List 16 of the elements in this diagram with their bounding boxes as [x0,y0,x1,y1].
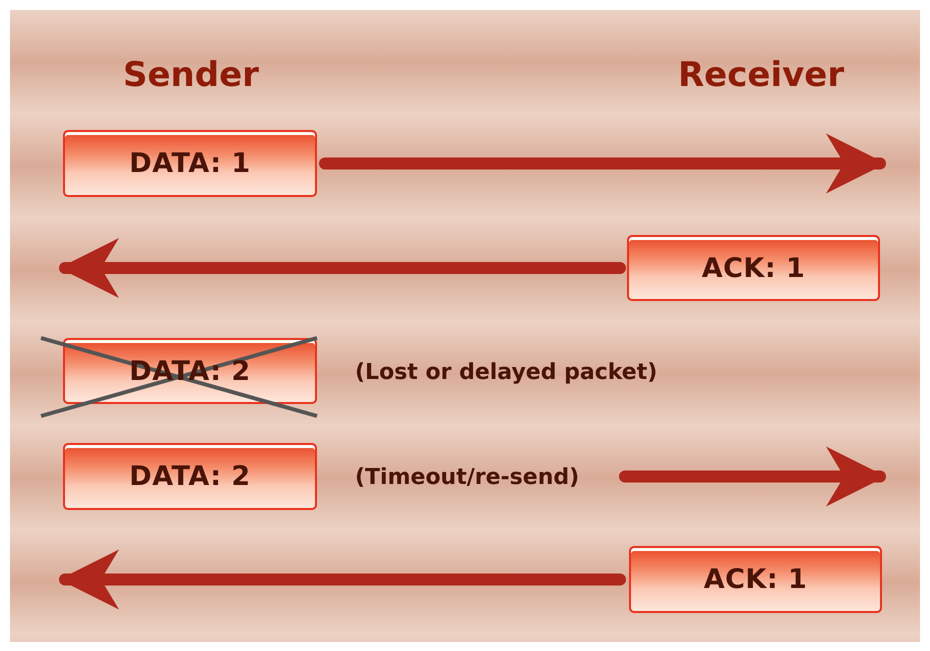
packet-box [63,443,317,510]
packet-box [629,546,882,613]
arrow [59,550,626,610]
arrow [59,238,626,298]
packet-label: ACK: 1 [704,564,808,595]
column-heading: Receiver [678,55,844,95]
packet-label: DATA: 2 [129,461,251,492]
arrow [619,446,886,506]
column-heading: Sender [123,55,259,95]
note-text: (Lost or delayed packet) [355,360,658,385]
packet-label: DATA: 1 [129,148,251,179]
arrow [319,134,886,194]
packet-box [63,130,317,197]
packet-label: ACK: 1 [702,252,806,284]
note-text: (Timeout/re-send) [355,465,580,490]
packet-box [627,235,880,301]
